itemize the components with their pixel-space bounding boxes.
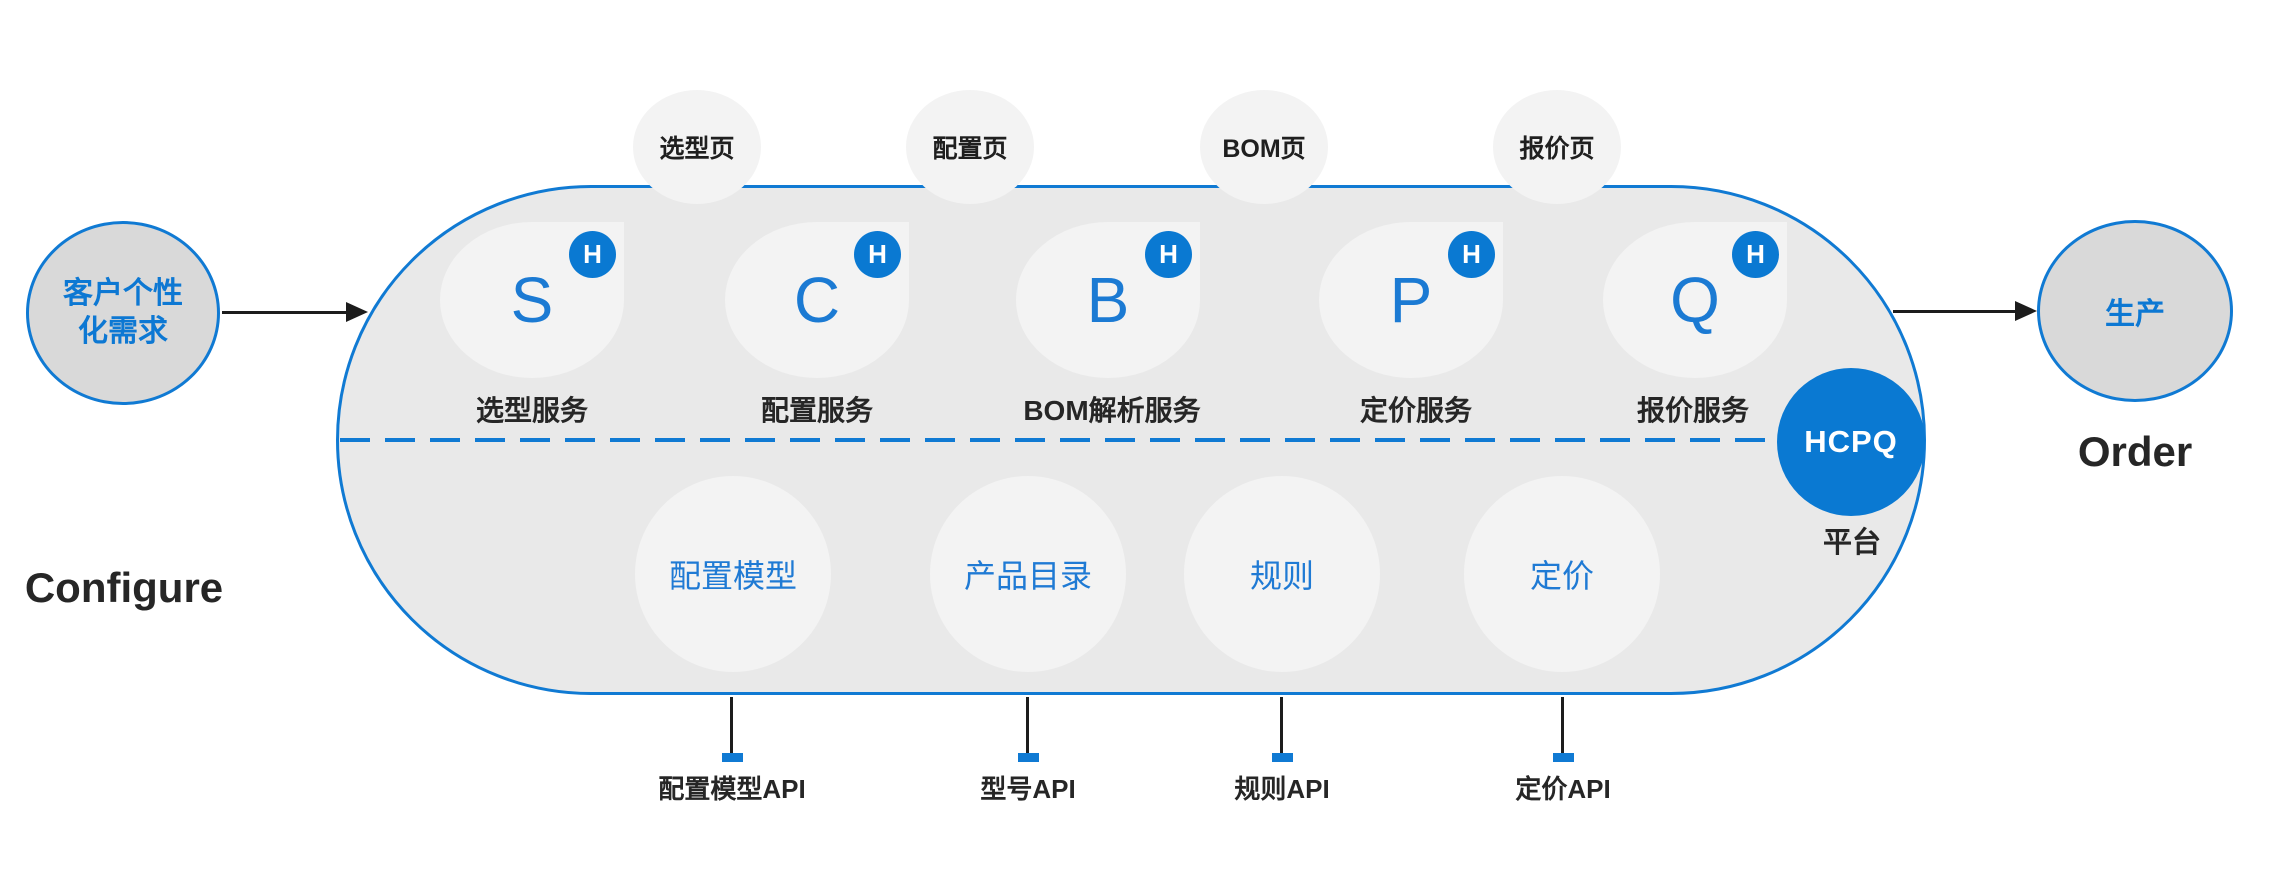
- resource-node-config-model: 配置模型: [635, 476, 831, 672]
- service-node-b: B H: [1016, 222, 1200, 378]
- h-badge-icon: H: [854, 231, 901, 278]
- h-badge-icon: H: [1732, 231, 1779, 278]
- api-marker: [722, 753, 743, 762]
- production-circle: 生产: [2037, 220, 2233, 402]
- api-connector-line: [730, 697, 733, 754]
- service-label-selection: 选型服务: [475, 395, 589, 426]
- api-label-config-model: 配置模型API: [658, 774, 806, 804]
- customer-needs-label: 客户个性 化需求: [63, 275, 183, 351]
- service-letter-s: S: [510, 264, 554, 336]
- right-arrow-line: [1893, 310, 2017, 313]
- service-letter-p: P: [1389, 264, 1433, 336]
- api-label-model: 型号API: [980, 774, 1076, 804]
- h-badge-icon: H: [569, 231, 616, 278]
- service-letter-c: C: [793, 264, 841, 336]
- api-marker: [1018, 753, 1039, 762]
- resource-node-product-catalog: 产品目录: [930, 476, 1126, 672]
- service-node-s: S H: [440, 222, 624, 378]
- service-label-pricing: 定价服务: [1359, 395, 1473, 426]
- page-tab-quote: 报价页: [1493, 90, 1621, 204]
- dashed-divider: [340, 438, 1922, 442]
- resource-node-pricing: 定价: [1464, 476, 1660, 672]
- api-label-rules: 规则API: [1234, 774, 1330, 804]
- platform-caption: 平台: [1822, 527, 1882, 559]
- service-letter-q: Q: [1670, 264, 1720, 336]
- service-label-quote: 报价服务: [1636, 395, 1750, 426]
- hcpq-platform-circle: HCPQ: [1777, 368, 1925, 516]
- order-caption: Order: [2077, 428, 2193, 475]
- api-connector-line: [1026, 697, 1029, 754]
- api-marker: [1272, 753, 1293, 762]
- h-badge-icon: H: [1145, 231, 1192, 278]
- service-node-c: C H: [725, 222, 909, 378]
- api-marker: [1553, 753, 1574, 762]
- customer-needs-line2: 化需求: [78, 315, 168, 348]
- service-label-configure: 配置服务: [760, 395, 874, 426]
- api-connector-line: [1280, 697, 1283, 754]
- right-arrow-head: [2015, 301, 2037, 321]
- left-arrow-line: [222, 311, 348, 314]
- page-tab-bom: BOM页: [1200, 90, 1328, 204]
- api-label-pricing: 定价API: [1515, 774, 1611, 804]
- service-letter-b: B: [1086, 264, 1130, 336]
- left-arrow-head: [346, 302, 368, 322]
- service-node-q: Q H: [1603, 222, 1787, 378]
- page-tab-configure: 配置页: [906, 90, 1034, 204]
- service-node-p: P H: [1319, 222, 1503, 378]
- configure-caption: Configure: [24, 564, 224, 611]
- resource-node-rules: 规则: [1184, 476, 1380, 672]
- page-tab-selection: 选型页: [633, 90, 761, 204]
- h-badge-icon: H: [1448, 231, 1495, 278]
- customer-needs-circle: 客户个性 化需求: [26, 221, 220, 405]
- api-connector-line: [1561, 697, 1564, 754]
- production-label: 生产: [2105, 298, 2165, 331]
- customer-needs-line1: 客户个性: [63, 277, 183, 310]
- service-label-bom: BOM解析服务: [1023, 395, 1201, 426]
